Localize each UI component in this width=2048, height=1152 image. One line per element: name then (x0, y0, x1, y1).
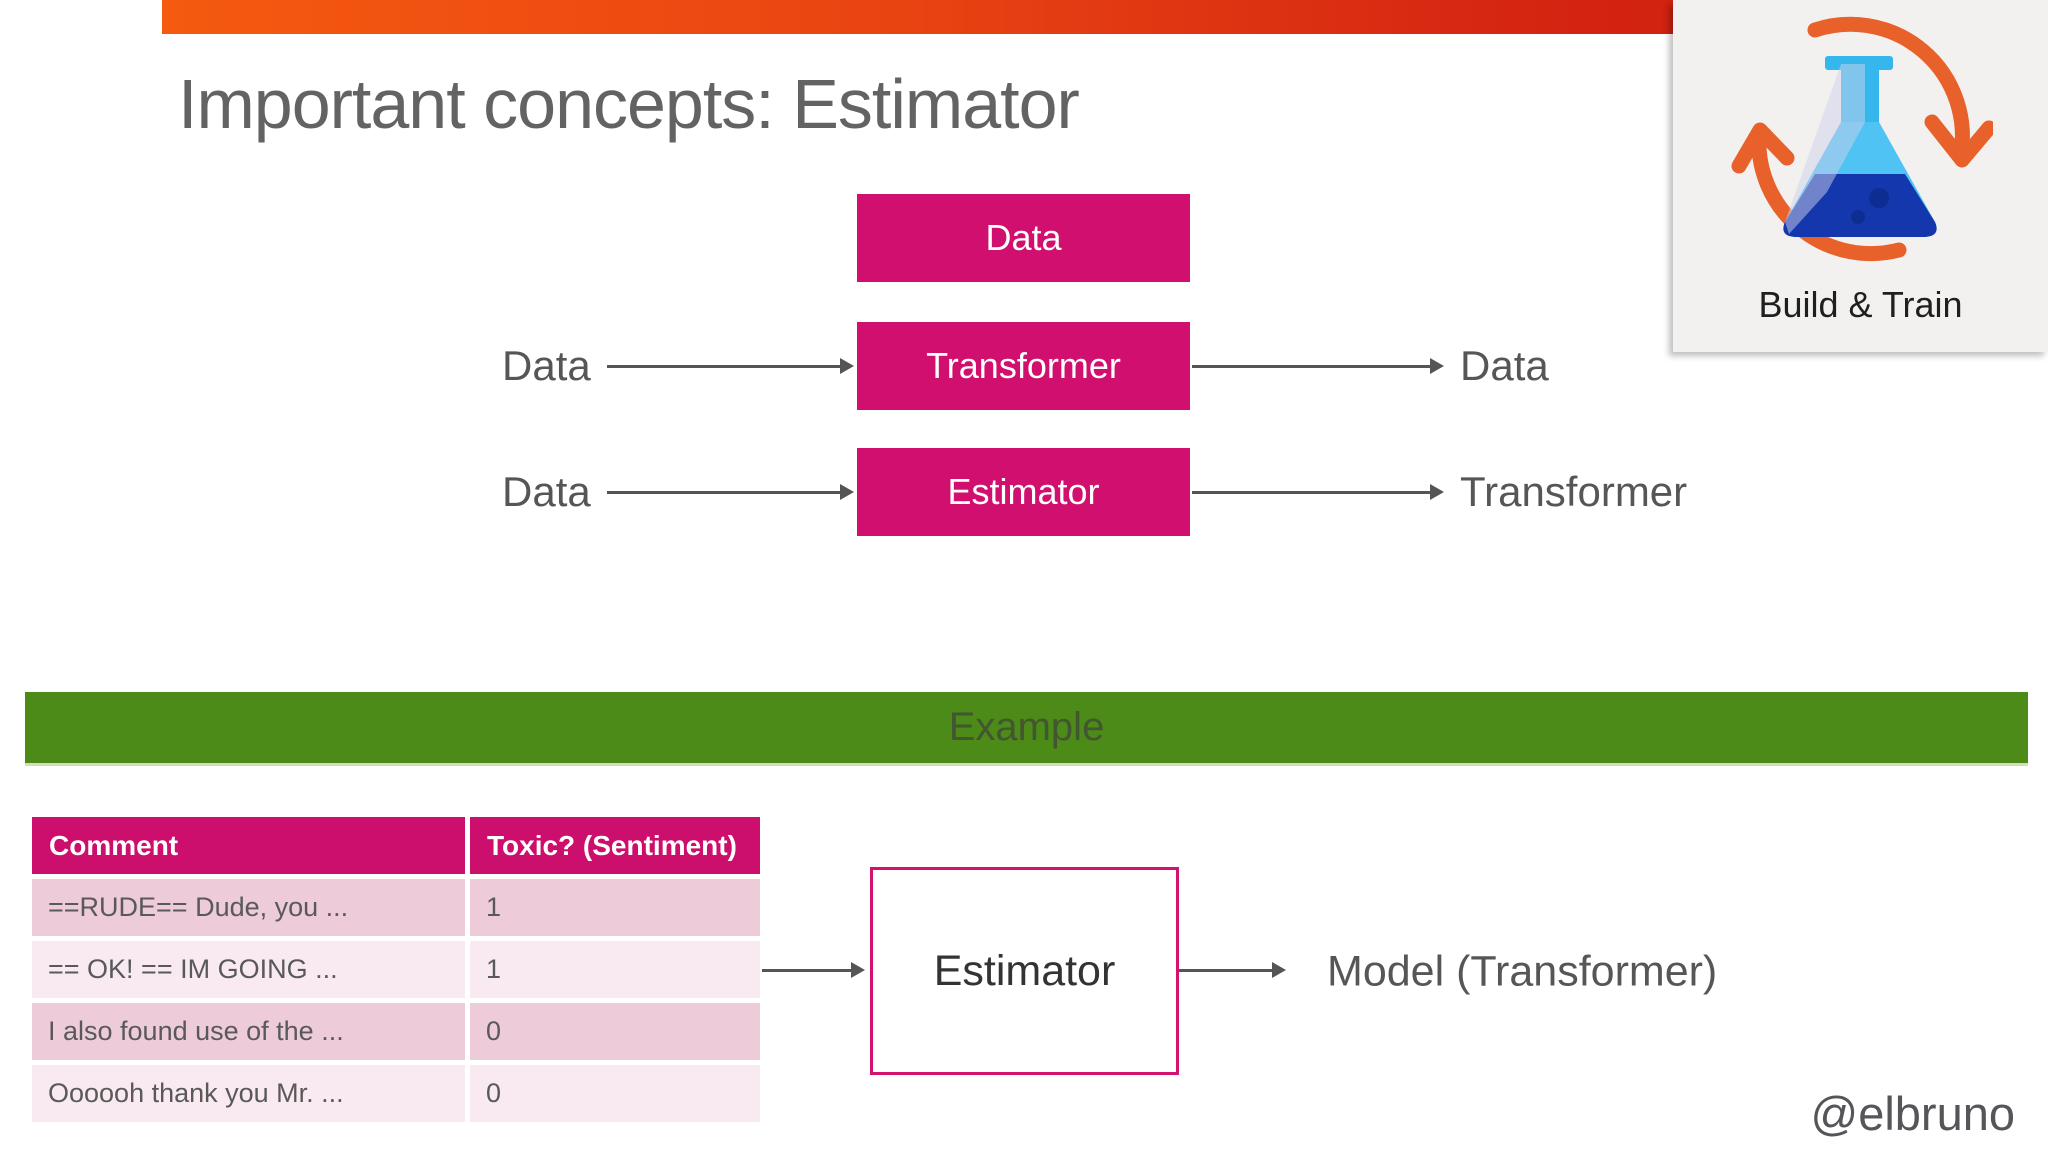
arrow-right-icon (1179, 962, 1286, 978)
table-cell-comment: Oooooh thank you Mr. ... (32, 1065, 465, 1122)
arrow-right-icon (607, 358, 854, 374)
table-cell-comment: I also found use of the ... (32, 1003, 465, 1060)
build-train-label: Build & Train (1758, 284, 1963, 325)
diagram-box-data: Data (857, 194, 1190, 282)
diagram-label-transformer-out-estimator: Transformer (1460, 468, 1688, 515)
table-cell-toxic: 0 (470, 1003, 760, 1060)
arrow-right-icon (1192, 484, 1444, 500)
diagram-box-estimator: Estimator (857, 448, 1190, 536)
table-header-comment: Comment (32, 817, 465, 874)
arrow-right-icon (762, 962, 865, 978)
flow-estimator-box: Estimator (870, 867, 1179, 1075)
table-cell-comment: ==RUDE== Dude, you ... (32, 879, 465, 936)
example-banner: Example (25, 692, 2028, 766)
table-cell-toxic: 0 (470, 1065, 760, 1122)
flask-cycle-icon (1731, 16, 1993, 262)
diagram-label-data-in-transformer: Data (502, 342, 591, 389)
diagram-box-transformer: Transformer (857, 322, 1190, 410)
arrow-right-icon (607, 484, 854, 500)
flow-result-label: Model (Transformer) (1327, 947, 1718, 996)
diagram-label-data-out-transformer: Data (1460, 342, 1549, 389)
table-header-toxic: Toxic? (Sentiment) (470, 817, 760, 874)
diagram-label-data-in-estimator: Data (502, 468, 591, 515)
table-cell-toxic: 1 (470, 941, 760, 998)
page-title: Important concepts: Estimator (178, 65, 1080, 143)
build-train-panel: Build & Train (1673, 0, 2048, 352)
watermark: @elbruno (1810, 1087, 2015, 1140)
flask-icon (1783, 56, 1937, 237)
sentiment-table: Comment Toxic? (Sentiment) ==RUDE== Dude… (32, 817, 760, 1122)
table-cell-comment: == OK! == IM GOING ... (32, 941, 465, 998)
arrow-right-icon (1192, 358, 1444, 374)
example-banner-label: Example (948, 705, 1105, 749)
table-cell-toxic: 1 (470, 879, 760, 936)
